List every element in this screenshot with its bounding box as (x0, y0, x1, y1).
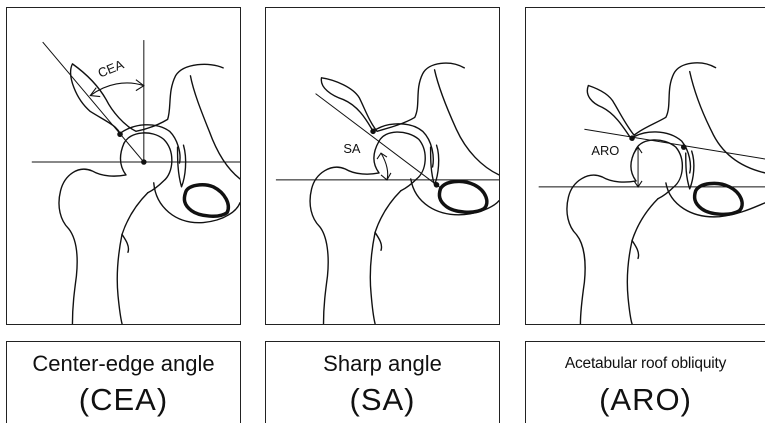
sa-femur-medial (370, 191, 401, 324)
sa-hip-illustration: SA (266, 8, 499, 324)
cea-angle-label: CEA (96, 57, 127, 81)
aro-pelvis-outline (587, 63, 715, 137)
aro-ischium (666, 183, 765, 217)
sa-pelvis-lower (435, 70, 499, 175)
caption-cea-abbr: (CEA) (7, 382, 240, 418)
sa-lesser-trochanter (375, 232, 381, 250)
caption-cea-name: Center-edge angle (7, 351, 240, 377)
sa-femoral-head (379, 132, 425, 191)
caption-sa-name: Sharp angle (266, 351, 499, 377)
cea-pelvis-lower (190, 76, 240, 179)
sa-femur (310, 141, 379, 323)
cea-femur-medial (117, 193, 148, 324)
caption-cea: Center-edge angle (CEA) (6, 341, 241, 423)
caption-sa: Sharp angle (SA) (265, 341, 500, 423)
aro-pelvis-lower (690, 72, 765, 173)
sa-teardrop-point (434, 182, 440, 188)
cea-arrow-right (136, 80, 144, 91)
panel-cea: CEA (6, 7, 241, 325)
cea-angle-arc (90, 83, 144, 96)
caption-aro-abbr: (ARO) (526, 382, 765, 418)
caption-aro: Acetabular roof obliquity (ARO) (525, 341, 765, 423)
cea-hip-illustration: CEA (7, 8, 240, 324)
cea-edge-point (117, 131, 123, 137)
cea-femoral-head (124, 133, 172, 193)
aro-angle-label: ARO (591, 143, 619, 158)
sa-obturator (439, 181, 486, 212)
aro-femoral-head (636, 140, 682, 199)
panel-aro: ARO (525, 7, 765, 325)
cea-femur (59, 143, 126, 323)
cea-center-point (141, 159, 147, 165)
aro-femur-medial (627, 199, 658, 324)
cea-edge-line (43, 42, 144, 162)
caption-aro-name: Acetabular roof obliquity (526, 355, 765, 373)
panel-sa: SA (265, 7, 500, 325)
aro-obturator (695, 183, 743, 214)
aro-sourcil-point (681, 144, 687, 150)
aro-femur (567, 149, 636, 324)
aro-lesser-trochanter (632, 241, 638, 259)
aro-edge-point (629, 135, 635, 141)
sa-angle-label: SA (343, 141, 361, 156)
sa-arrow-top (377, 153, 387, 159)
cea-pelvis-outline (71, 64, 223, 133)
sa-arrow-bottom (381, 173, 391, 180)
aro-hip-illustration: ARO (526, 8, 765, 324)
cea-obturator (184, 185, 228, 216)
cea-lesser-trochanter (122, 234, 128, 252)
caption-sa-abbr: (SA) (266, 382, 499, 418)
cea-teardrop (178, 145, 186, 187)
sa-edge-point (370, 129, 376, 135)
